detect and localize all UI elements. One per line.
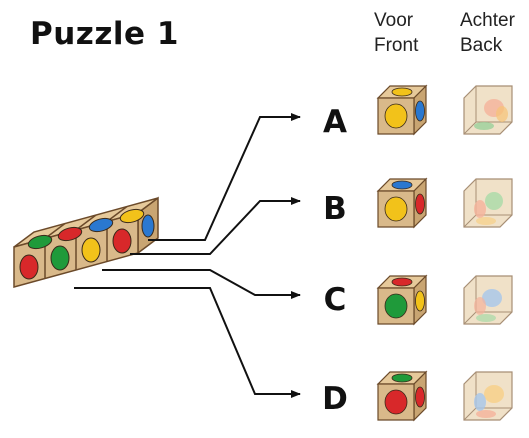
cube-stick-icon [13, 196, 159, 288]
column-header-back-line2: Back [460, 35, 503, 56]
cube-back-b-icon [463, 178, 513, 228]
cube-back-d-icon [463, 371, 513, 421]
connector-line-b [130, 197, 301, 255]
option-letter-c: C [323, 282, 347, 318]
column-header-front: Voor Front [374, 8, 444, 58]
cube-front-d-icon [376, 370, 428, 422]
option-letter-b: B [323, 191, 347, 227]
cube-front-a-icon [376, 84, 428, 136]
column-header-back-line1: Achter [460, 10, 515, 31]
connector-line-d [74, 287, 301, 398]
column-header-front-line1: Voor [374, 10, 414, 31]
connector-line-c [102, 269, 301, 299]
cube-front-c-icon [376, 274, 428, 326]
column-header-front-line2: Front [374, 35, 419, 56]
column-header-back: Achter Back [460, 8, 529, 58]
cube-front-b-icon [376, 177, 428, 229]
cube-back-a-icon [463, 85, 513, 135]
connector-line-a [148, 113, 301, 241]
option-letter-a: A [323, 104, 347, 140]
option-letter-d: D [322, 381, 348, 417]
puzzle-title: Puzzle 1 [30, 16, 179, 52]
cube-back-c-icon [463, 275, 513, 325]
